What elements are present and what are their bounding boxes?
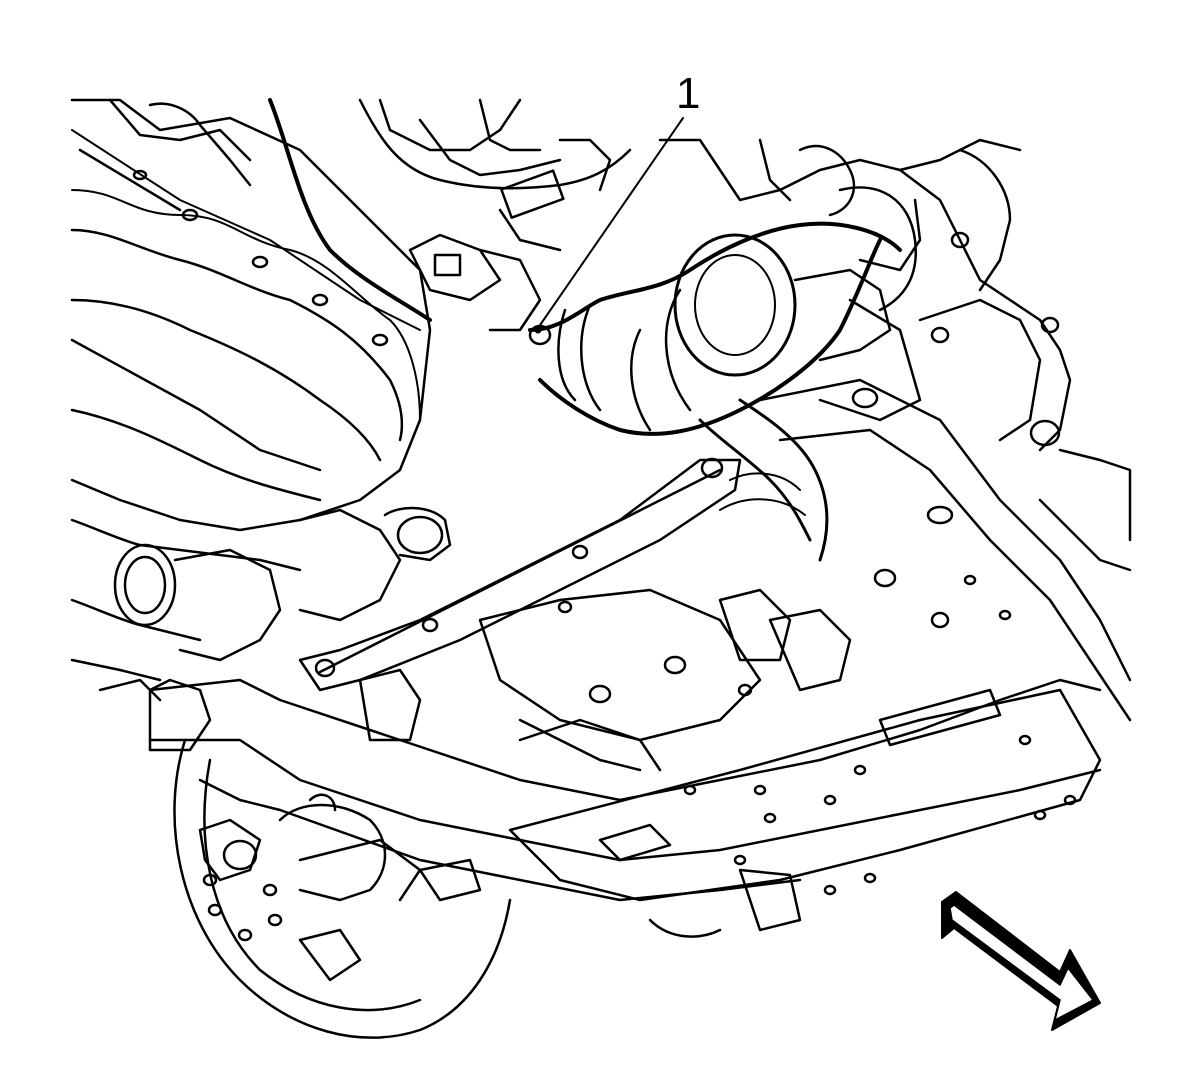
callout-label-1: 1	[676, 69, 701, 118]
front-direction-arrow-icon	[941, 891, 1101, 1031]
front-wheel-rotor	[98, 678, 512, 1039]
upper-engine-components	[268, 98, 632, 346]
crossmember-frame	[148, 298, 1132, 938]
left-exhaust-pipe	[70, 506, 452, 682]
catalytic-converter	[528, 198, 922, 562]
callout-leader-1	[534, 117, 684, 334]
engine-oil-pan	[70, 98, 432, 532]
transmission-components	[658, 138, 1132, 572]
